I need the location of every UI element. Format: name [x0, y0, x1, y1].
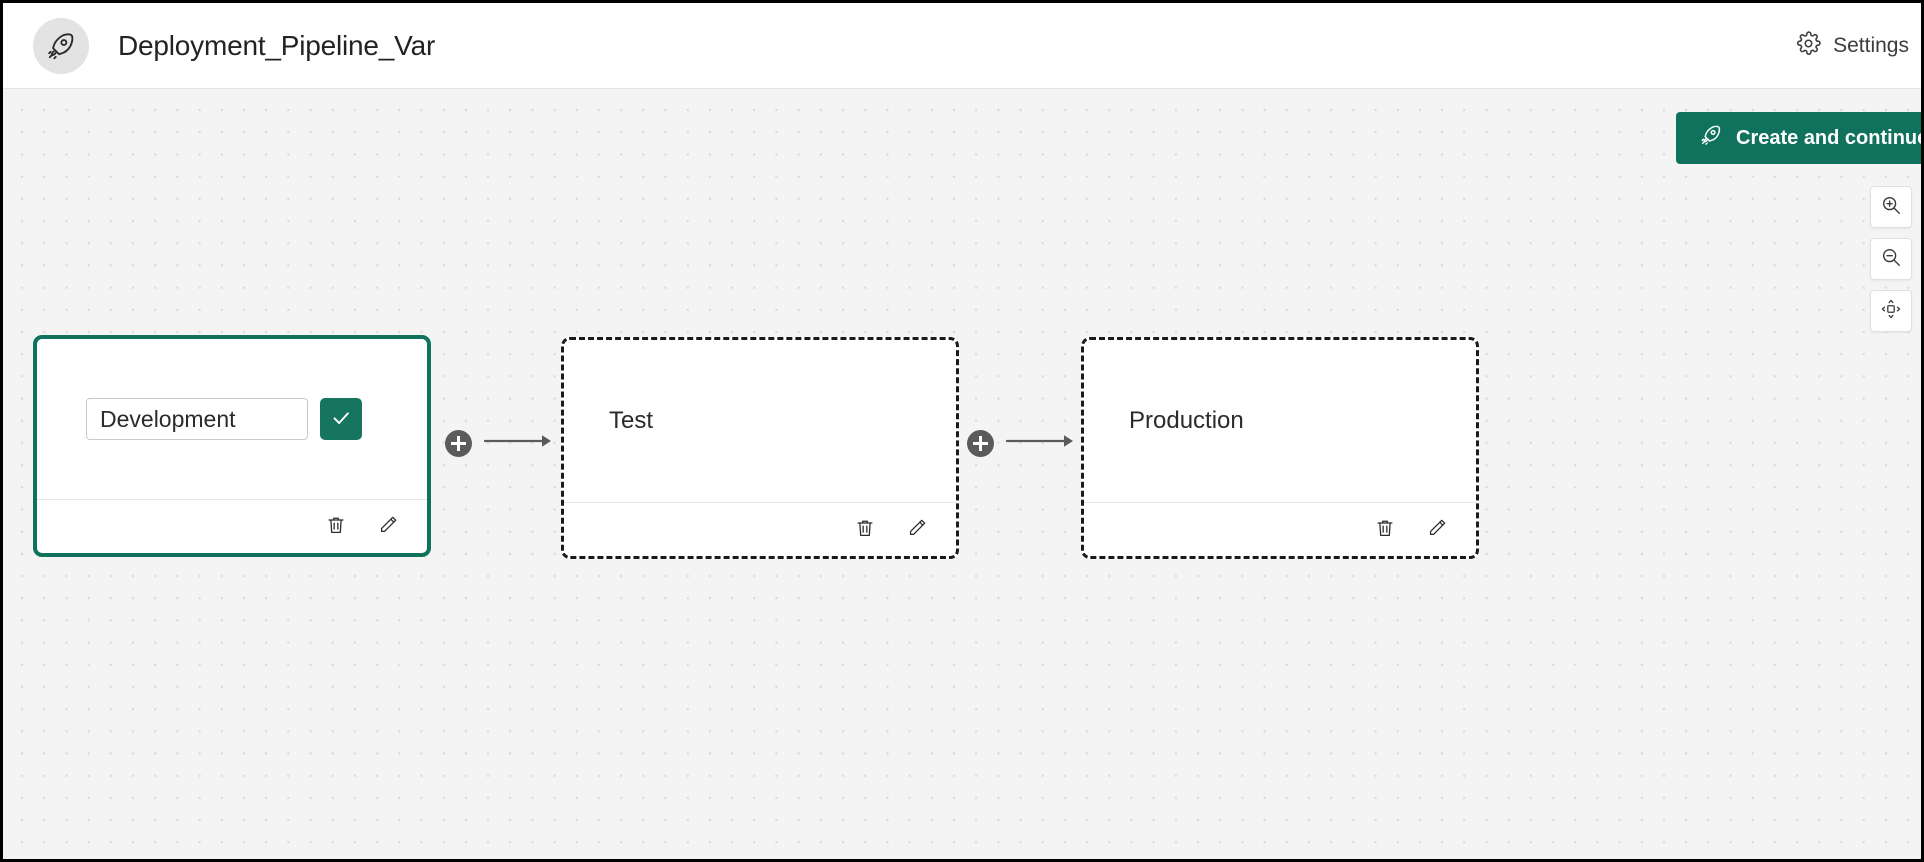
stage-name-label: Production: [1129, 407, 1244, 434]
rocket-icon: [1700, 124, 1722, 152]
stage-card-test[interactable]: Test: [561, 337, 959, 559]
stage-card-production[interactable]: Production: [1081, 337, 1479, 559]
page-title: Deployment_Pipeline_Var: [118, 29, 436, 61]
pencil-icon: [1426, 517, 1448, 542]
pipeline-canvas[interactable]: Create and continue: [3, 89, 1921, 859]
connector-test-production: [967, 430, 1074, 457]
edit-stage-button[interactable]: [902, 515, 932, 545]
stage-card-footer: [564, 502, 956, 556]
stage-card-footer: [37, 499, 427, 553]
move-fit-icon: [1880, 298, 1902, 325]
gear-icon: [1796, 30, 1821, 61]
edit-stage-button[interactable]: [1422, 515, 1452, 545]
create-and-continue-button[interactable]: Create and continue: [1676, 112, 1921, 164]
pencil-icon: [377, 514, 399, 539]
trash-icon: [1374, 517, 1396, 542]
zoom-in-button[interactable]: [1870, 186, 1912, 228]
stage-name-edit-row: [86, 398, 362, 440]
stage-card-development[interactable]: [33, 335, 431, 557]
magnifier-plus-icon: [1880, 194, 1902, 221]
delete-stage-button[interactable]: [850, 515, 880, 545]
trash-icon: [854, 517, 876, 542]
stage-card-footer: [1084, 502, 1476, 556]
delete-stage-button[interactable]: [1370, 515, 1400, 545]
rocket-icon: [33, 17, 89, 74]
check-icon: [330, 407, 352, 432]
stage-card-body: Production: [1084, 340, 1476, 502]
confirm-stage-name-button[interactable]: [320, 398, 362, 440]
stage-name-input[interactable]: [86, 398, 308, 440]
app-header: Deployment_Pipeline_Var Settings: [3, 3, 1921, 89]
fit-to-screen-button[interactable]: [1870, 290, 1912, 332]
stage-card-body: Test: [564, 340, 956, 502]
brand-area: Deployment_Pipeline_Var: [3, 17, 436, 74]
stage-card-body: [37, 339, 427, 499]
settings-label: Settings: [1833, 33, 1909, 57]
create-and-continue-label: Create and continue: [1736, 126, 1921, 149]
edit-stage-button[interactable]: [373, 512, 403, 542]
plus-circle-icon[interactable]: [967, 430, 994, 457]
trash-icon: [325, 514, 347, 539]
zoom-controls: [1870, 186, 1912, 332]
connector-development-test: [445, 430, 552, 457]
arrow-right-icon: [483, 433, 552, 454]
zoom-out-button[interactable]: [1870, 238, 1912, 280]
arrow-right-icon: [1005, 433, 1074, 454]
delete-stage-button[interactable]: [321, 512, 351, 542]
magnifier-minus-icon: [1880, 246, 1902, 273]
plus-circle-icon[interactable]: [445, 430, 472, 457]
pencil-icon: [906, 517, 928, 542]
settings-button[interactable]: Settings: [1788, 25, 1917, 67]
stage-name-label: Test: [609, 407, 654, 434]
